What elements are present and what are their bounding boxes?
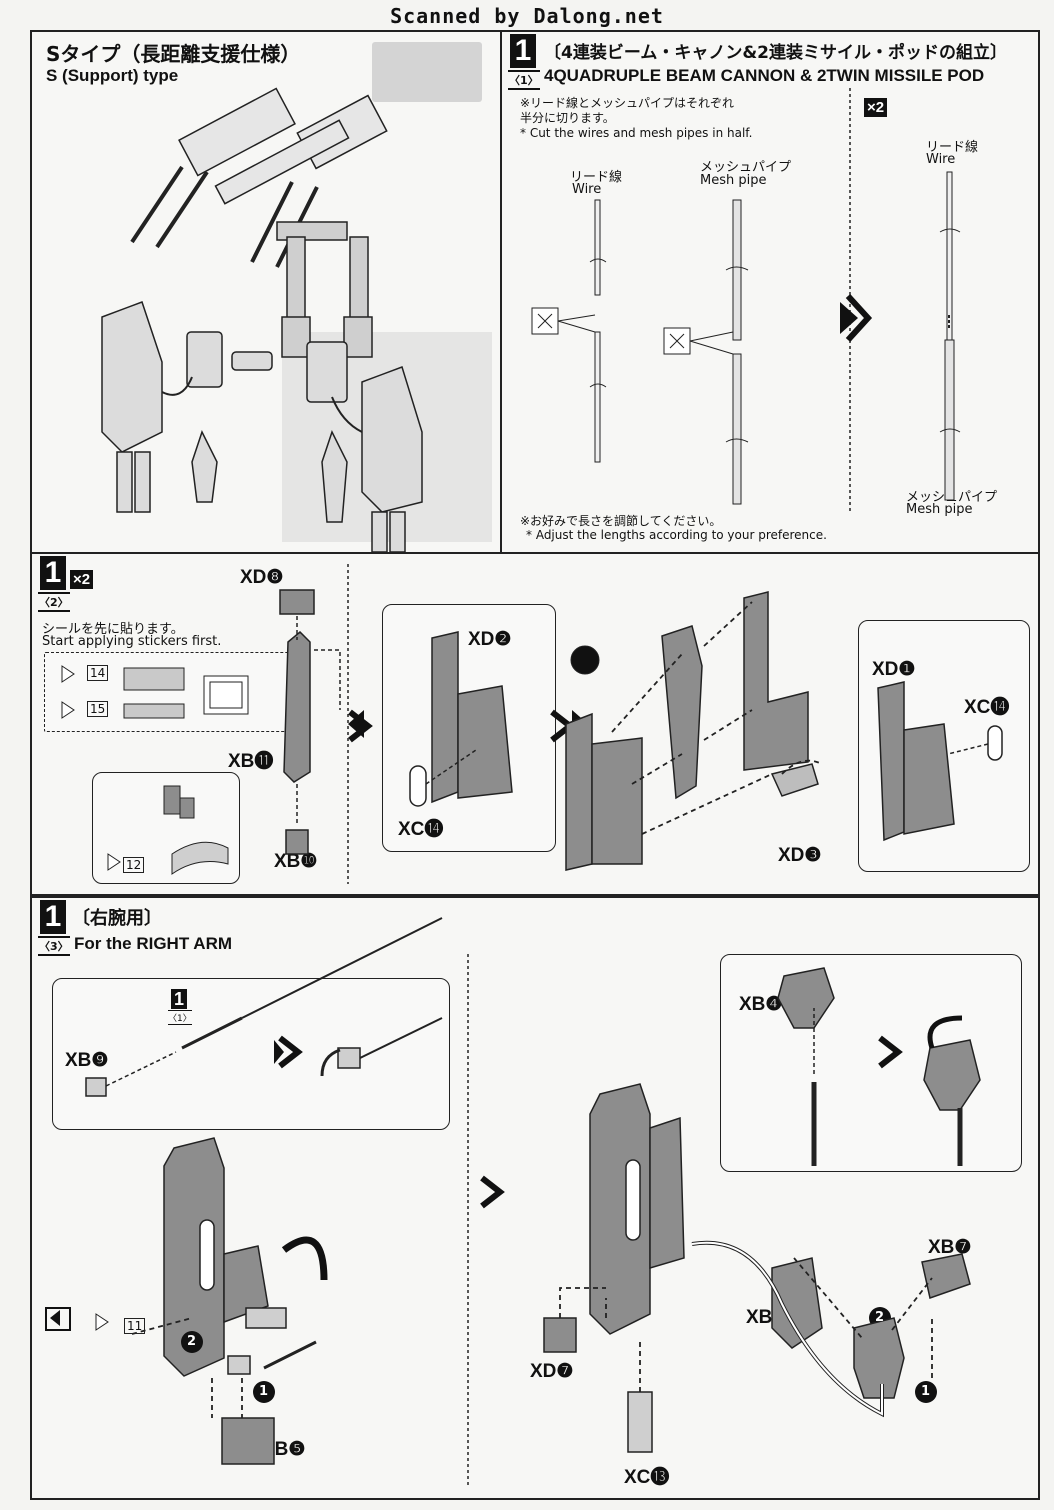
step-title-en: 4QUADRUPLE BEAM CANNON & 2TWIN MISSILE P… (544, 66, 985, 85)
part-label-xb7: XB❼ (928, 1237, 972, 1258)
part-label-xd2: XD❷ (468, 629, 512, 650)
part-label-xb10: XB❿ (274, 851, 318, 872)
wire2-label-jp: リード線 (926, 140, 979, 155)
adjust-note-en: * Adjust the lengths according to your p… (526, 528, 827, 542)
panel-title-en: S (Support) type (46, 66, 179, 85)
wire2-label-en: Wire (926, 152, 956, 167)
mesh-label-en: Mesh pipe (700, 173, 767, 188)
step-1-3-panel: 1 〈3〉 〔右腕用〕 For the RIGHT ARM 1 〈1〉 XB❾ … (30, 896, 1040, 1500)
mesh2-label-en: Mesh pipe (906, 502, 973, 517)
wire-label-en: Wire (572, 182, 602, 197)
missile-pod-assembly-diagram (61, 564, 1003, 884)
arrow-step-2-left: 2 (187, 1334, 197, 1349)
part-label-xd3: XD❸ (778, 845, 822, 866)
part-label-xd8: XD❽ (240, 567, 284, 588)
part-label-xc14-a: XC⓮ (398, 819, 444, 840)
adjust-note-jp: ※お好みで長さを調節してください。 (520, 514, 722, 528)
step-title-jp: 〔右腕用〕 (72, 908, 162, 929)
part-label-xc14-b: XC⓮ (964, 697, 1010, 718)
step-sub-number: 〈3〉 (38, 936, 70, 956)
cut-note-jp: ※リード線とメッシュパイプはそれぞれ 半分に切ります。 (520, 96, 735, 125)
step-1-2-panel: 1 〈2〉 ×2 シールを先に貼ります。 Start applying stic… (30, 552, 1040, 896)
part-label-xc13: XC⓭ (624, 1467, 670, 1488)
sticker-note-en: Start applying stickers first. (42, 634, 222, 649)
support-type-panel: Sタイプ（長距離支援仕様） S (Support) type (30, 30, 502, 554)
step-number: 1 (40, 900, 66, 934)
watermark-text: Scanned by Dalong.net (390, 4, 664, 28)
step-1-1-panel: 1 〈1〉 〔4連装ビーム・キャノン&2連装ミサイル・ポッドの組立〕 4QUAD… (500, 30, 1040, 554)
part-label-xd1: XD❶ (872, 659, 916, 680)
wire-attach-inset: 1 〈1〉 XB❾ (52, 978, 450, 1130)
arrow-step-1-right: 1 (921, 1384, 931, 1399)
right-arm-assembly-diagram (45, 917, 981, 1488)
step-number: 1 (510, 34, 536, 68)
ref-step-sub: 〈1〉 (168, 1010, 192, 1025)
sticker-note-jp: シールを先に貼ります。 (42, 622, 184, 637)
part-label-xd7: XD❼ (530, 1361, 574, 1382)
step-title-en: For the RIGHT ARM (74, 934, 233, 953)
part-label-xb9: XB❾ (65, 1050, 109, 1071)
mesh-label-jp: メッシュパイプ (700, 160, 792, 175)
step-sub-number: 〈2〉 (38, 592, 70, 612)
step-number: 1 (40, 556, 66, 590)
panel-title-jp: Sタイプ（長距離支援仕様） (46, 42, 301, 66)
step-sub-number: 〈1〉 (508, 70, 540, 90)
arrow-step-2-right: 2 (875, 1310, 885, 1325)
support-type-illustration (101, 42, 492, 552)
part-label-xb11: XB⓫ (228, 751, 274, 772)
part-label-xb4: XB❹ (739, 994, 783, 1015)
multiplier-badge: ×2 (70, 570, 94, 589)
cut-note-en: * Cut the wires and mesh pipes in half. (520, 126, 753, 140)
ref-step-number: 1 (171, 989, 187, 1009)
step-title-jp: 〔4連装ビーム・キャノン&2連装ミサイル・ポッドの組立〕 (544, 43, 1007, 63)
sticker-inset: 14 15 (44, 652, 298, 732)
wire-label-jp: リード線 (570, 170, 623, 185)
multiplier-badge: ×2 (864, 98, 888, 117)
sticker-number-15: 15 (87, 701, 109, 717)
arrow-step-1-left: 1 (259, 1384, 269, 1399)
sticker-number-14: 14 (87, 665, 109, 681)
sticker-number-12: 12 (123, 857, 145, 873)
wire-cut-diagram (531, 88, 961, 512)
